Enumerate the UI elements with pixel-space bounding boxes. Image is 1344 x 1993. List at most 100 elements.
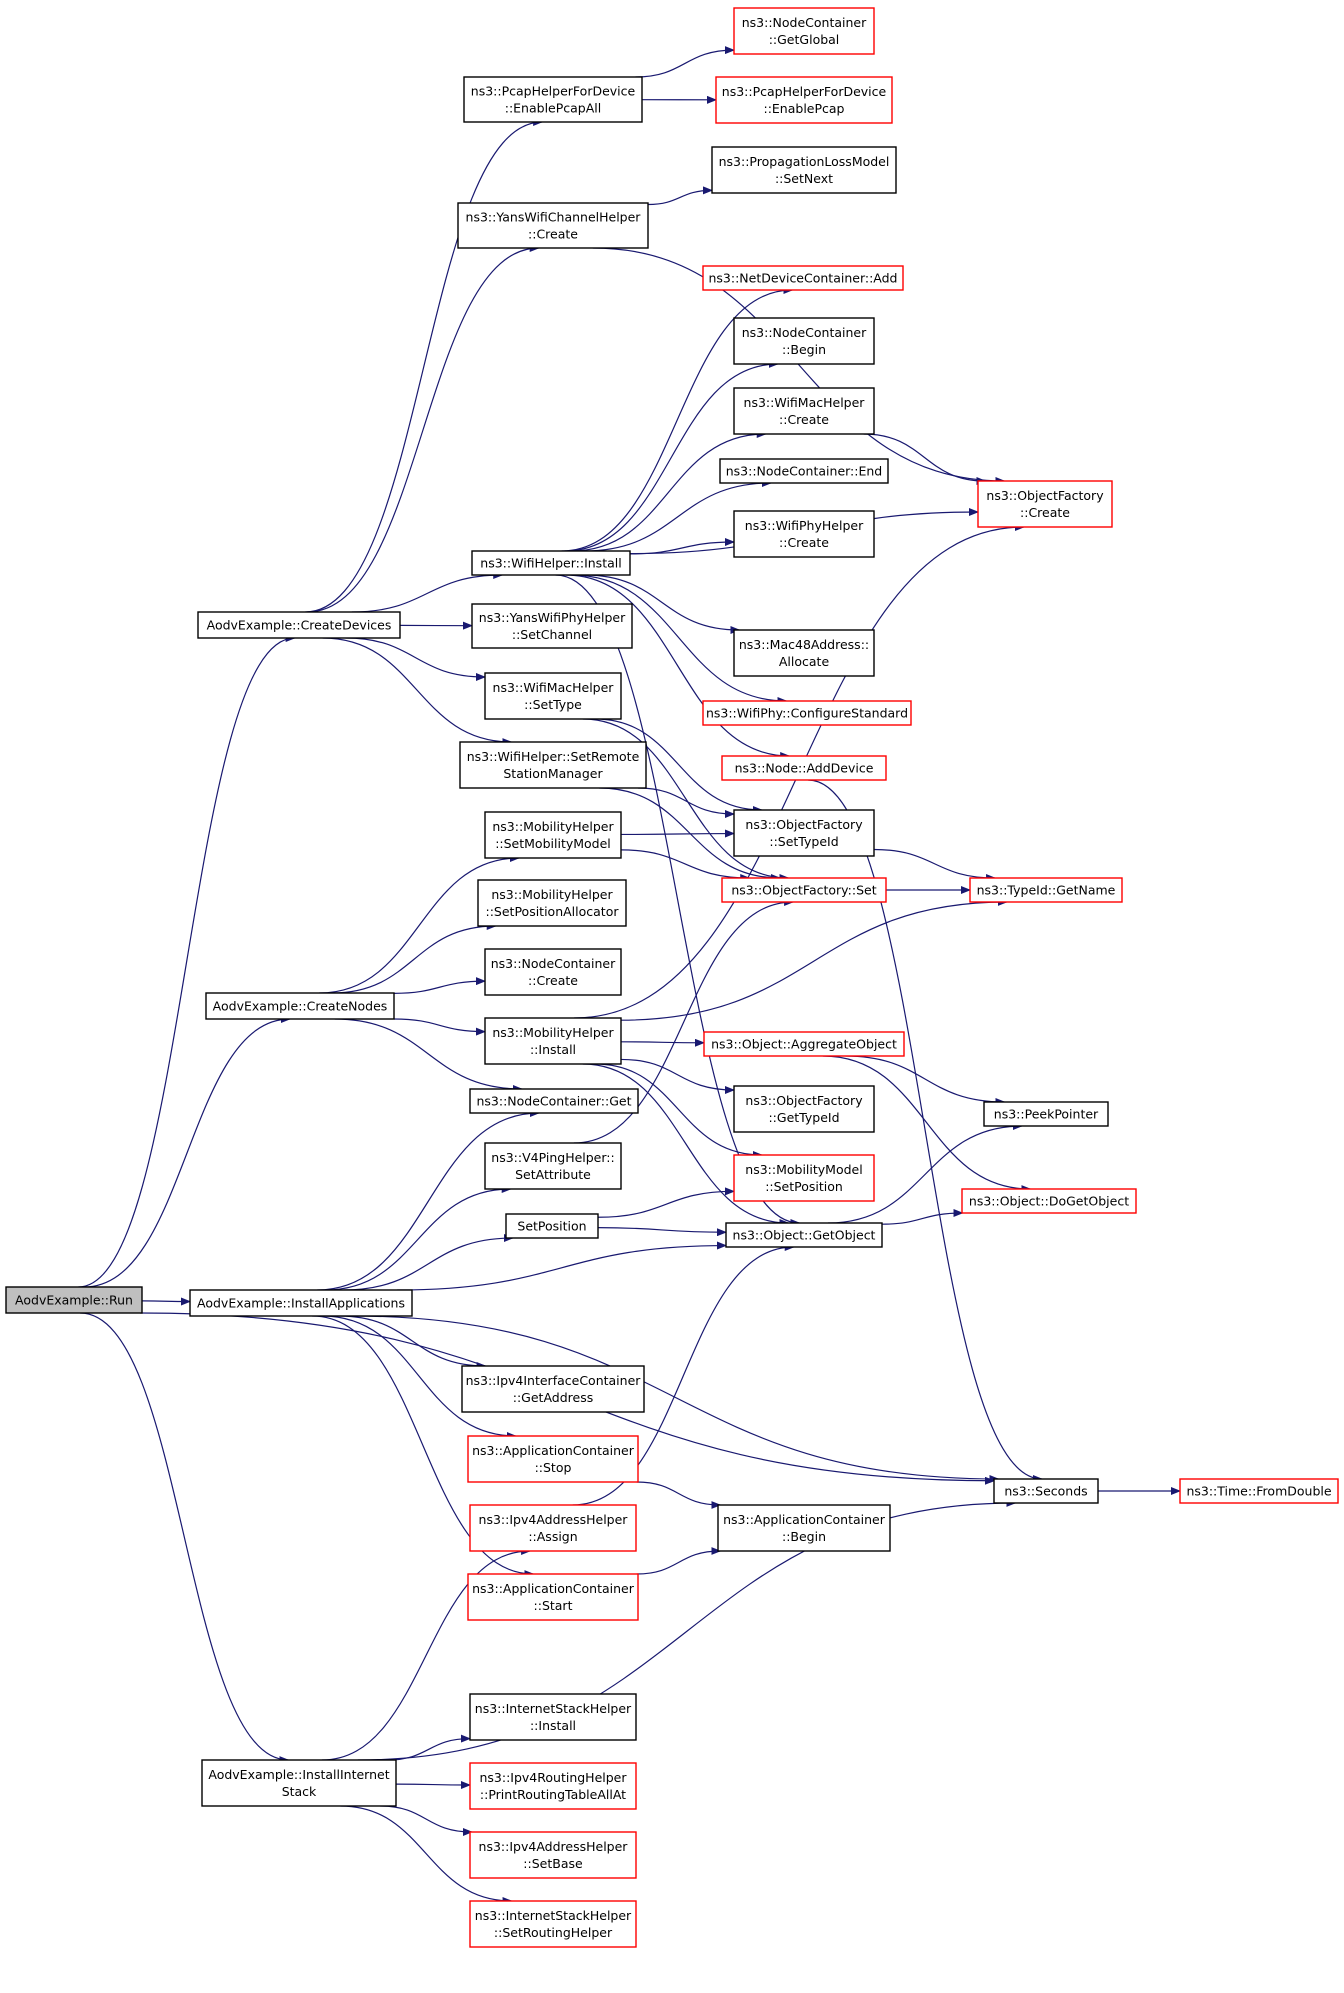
graph-node-yansSetChannel[interactable]: ns3::YansWifiPhyHelper::SetChannel	[472, 604, 632, 648]
edge-installInternet-to-inetInstall	[388, 1739, 470, 1760]
edge-installInternet-to-printRouting	[396, 1784, 470, 1785]
graph-node-pcapAll[interactable]: ns3::PcapHelperForDevice::EnablePcapAll	[464, 77, 642, 122]
graph-node-ncGet[interactable]: ns3::NodeContainer::Get	[470, 1089, 638, 1113]
graph-node-v4ping[interactable]: ns3::V4PingHelper::SetAttribute	[485, 1143, 621, 1189]
node-label-line: ns3::MobilityHelper	[492, 819, 614, 834]
graph-node-doGetObject[interactable]: ns3::Object::DoGetObject	[962, 1189, 1136, 1213]
edge-appStart-to-appBegin	[637, 1551, 721, 1574]
graph-node-configStd[interactable]: ns3::WifiPhy::ConfigureStandard	[703, 701, 911, 725]
node-label-line: AodvExample::CreateNodes	[213, 999, 388, 1014]
edge-createNodes-to-mobSetPos	[332, 926, 496, 993]
edge-createDevices-to-macSetType	[346, 638, 485, 677]
graph-node-addDevice[interactable]: ns3::Node::AddDevice	[722, 756, 886, 780]
node-label-line: ns3::Ipv4AddressHelper	[479, 1839, 629, 1854]
graph-node-ndcAdd[interactable]: ns3::NetDeviceContainer::Add	[703, 266, 903, 290]
graph-node-createNodes[interactable]: AodvExample::CreateNodes	[206, 993, 394, 1019]
graph-node-inetInstall[interactable]: ns3::InternetStackHelper::Install	[470, 1694, 636, 1740]
node-label-line: AodvExample::InstallInternet	[208, 1767, 389, 1782]
node-label-line: ::SetMobilityModel	[495, 836, 611, 851]
graph-node-ipv4GetAddr[interactable]: ns3::Ipv4InterfaceContainer::GetAddress	[462, 1366, 644, 1412]
graph-node-ncGetGlobal[interactable]: ns3::NodeContainer::GetGlobal	[734, 8, 874, 54]
graph-node-ipv4SetBase[interactable]: ns3::Ipv4AddressHelper::SetBase	[470, 1832, 636, 1878]
graph-node-ofCreate[interactable]: ns3::ObjectFactory::Create	[978, 481, 1112, 527]
graph-node-ncCreate[interactable]: ns3::NodeContainer::Create	[485, 949, 621, 995]
graph-node-aggregate[interactable]: ns3::Object::AggregateObject	[704, 1032, 904, 1056]
edge-appStop-to-appBegin	[637, 1482, 721, 1505]
graph-node-appBegin[interactable]: ns3::ApplicationContainer::Begin	[718, 1505, 890, 1551]
graph-node-installApps[interactable]: AodvExample::InstallApplications	[190, 1290, 412, 1316]
graph-node-mobSetModel[interactable]: ns3::MobilityHelper::SetMobilityModel	[485, 812, 621, 858]
graph-node-appStart[interactable]: ns3::ApplicationContainer::Start	[468, 1574, 638, 1620]
node-label-line: StationManager	[503, 766, 603, 781]
node-label-line: ns3::ObjectFactory	[745, 817, 863, 832]
node-label-line: ::Stop	[535, 1460, 572, 1475]
graph-node-propSetNext[interactable]: ns3::PropagationLossModel::SetNext	[712, 147, 896, 193]
graph-node-phyCreate[interactable]: ns3::WifiPhyHelper::Create	[734, 511, 874, 557]
node-label-line: ns3::Object::DoGetObject	[969, 1194, 1129, 1209]
edge-run-to-createDevices	[78, 638, 294, 1287]
node-label-line: ns3::InternetStackHelper	[475, 1908, 632, 1923]
node-label-line: AodvExample::Run	[15, 1293, 133, 1308]
graph-node-run[interactable]: AodvExample::Run	[6, 1287, 142, 1313]
node-label-line: ns3::ApplicationContainer	[472, 1443, 635, 1458]
node-label-line: ::GetGlobal	[769, 32, 840, 47]
node-label-line: ::Start	[534, 1598, 573, 1613]
graph-node-mobInstall[interactable]: ns3::MobilityHelper::Install	[485, 1018, 621, 1064]
graph-node-macCreate[interactable]: ns3::WifiMacHelper::Create	[734, 388, 874, 434]
edge-createDevices-to-pcapAll	[305, 122, 542, 612]
graph-node-fromDouble[interactable]: ns3::Time::FromDouble	[1180, 1479, 1338, 1503]
graph-node-setPosition[interactable]: SetPosition	[506, 1214, 598, 1238]
graph-node-appStop[interactable]: ns3::ApplicationContainer::Stop	[468, 1436, 638, 1482]
node-label-line: ::PrintRoutingTableAllAt	[480, 1787, 626, 1802]
node-label-line: ns3::WifiMacHelper	[493, 680, 615, 695]
node-label-line: ::Create	[779, 535, 829, 550]
graph-node-printRouting[interactable]: ns3::Ipv4RoutingHelper::PrintRoutingTabl…	[470, 1763, 636, 1809]
graph-node-mmSetPos[interactable]: ns3::MobilityModel::SetPosition	[734, 1155, 874, 1201]
node-label-line: ::SetNext	[775, 171, 833, 186]
graph-node-ofGetTypeId[interactable]: ns3::ObjectFactory::GetTypeId	[734, 1086, 874, 1132]
graph-node-mobSetPos[interactable]: ns3::MobilityHelper::SetPositionAllocato…	[478, 880, 626, 926]
graph-node-wifiInstall[interactable]: ns3::WifiHelper::Install	[472, 551, 630, 575]
node-label-line: ns3::WifiPhy::ConfigureStandard	[706, 706, 908, 721]
graph-node-createDevices[interactable]: AodvExample::CreateDevices	[198, 612, 400, 638]
node-label-line: ::Begin	[782, 1529, 826, 1544]
graph-node-ncEnd[interactable]: ns3::NodeContainer::End	[720, 459, 888, 483]
node-label-line: ::GetTypeId	[768, 1110, 839, 1125]
edge-run-to-installApps	[142, 1301, 190, 1302]
node-label-line: ns3::Time::FromDouble	[1186, 1484, 1331, 1499]
node-label-line: ns3::Ipv4InterfaceContainer	[466, 1373, 642, 1388]
edge-run-to-createNodes	[84, 1019, 290, 1287]
edge-run-to-installInternet	[80, 1313, 288, 1760]
node-label-line: ::EnablePcap	[763, 101, 844, 116]
node-label-line: AodvExample::CreateDevices	[207, 618, 392, 633]
node-label-line: ns3::InternetStackHelper	[475, 1701, 632, 1716]
graph-node-peek[interactable]: ns3::PeekPointer	[984, 1102, 1108, 1126]
graph-node-ofSet[interactable]: ns3::ObjectFactory::Set	[722, 878, 886, 902]
graph-node-yansChanCreate[interactable]: ns3::YansWifiChannelHelper::Create	[458, 203, 648, 248]
nodes-layer: AodvExample::Run AodvExample::CreateDevic…	[6, 8, 1338, 1947]
graph-node-getObject[interactable]: ns3::Object::GetObject	[726, 1223, 882, 1247]
node-label-line: ns3::Ipv4AddressHelper	[479, 1512, 629, 1527]
graph-node-ipv4Assign[interactable]: ns3::Ipv4AddressHelper::Assign	[470, 1505, 636, 1551]
graph-node-seconds[interactable]: ns3::Seconds	[994, 1479, 1098, 1503]
node-label-line: ns3::V4PingHelper::	[491, 1150, 614, 1165]
node-label-line: ns3::WifiPhyHelper	[745, 518, 864, 533]
node-label-line: AodvExample::InstallApplications	[197, 1296, 405, 1311]
node-label-line: SetPosition	[517, 1219, 586, 1234]
node-label-line: ns3::Object::AggregateObject	[711, 1037, 897, 1052]
node-label-line: ns3::NodeContainer::Get	[477, 1094, 632, 1109]
graph-node-ncBegin[interactable]: ns3::NodeContainer::Begin	[734, 318, 874, 364]
node-label-line: ns3::PeekPointer	[994, 1107, 1099, 1122]
graph-node-setRoutingHelper[interactable]: ns3::InternetStackHelper::SetRoutingHelp…	[470, 1901, 636, 1947]
graph-node-enablePcap[interactable]: ns3::PcapHelperForDevice::EnablePcap	[716, 77, 892, 123]
edge-installApps-to-getObject	[397, 1246, 726, 1290]
graph-node-mac48[interactable]: ns3::Mac48Address::Allocate	[734, 630, 874, 676]
graph-node-macSetType[interactable]: ns3::WifiMacHelper::SetType	[485, 673, 621, 719]
node-label-line: ::Assign	[528, 1529, 577, 1544]
node-label-line: ::SetTypeId	[769, 834, 838, 849]
graph-node-ofSetTypeId[interactable]: ns3::ObjectFactory::SetTypeId	[734, 810, 874, 856]
graph-node-typeGetName[interactable]: ns3::TypeId::GetName	[970, 878, 1122, 902]
node-label-line: ::Install	[530, 1042, 576, 1057]
